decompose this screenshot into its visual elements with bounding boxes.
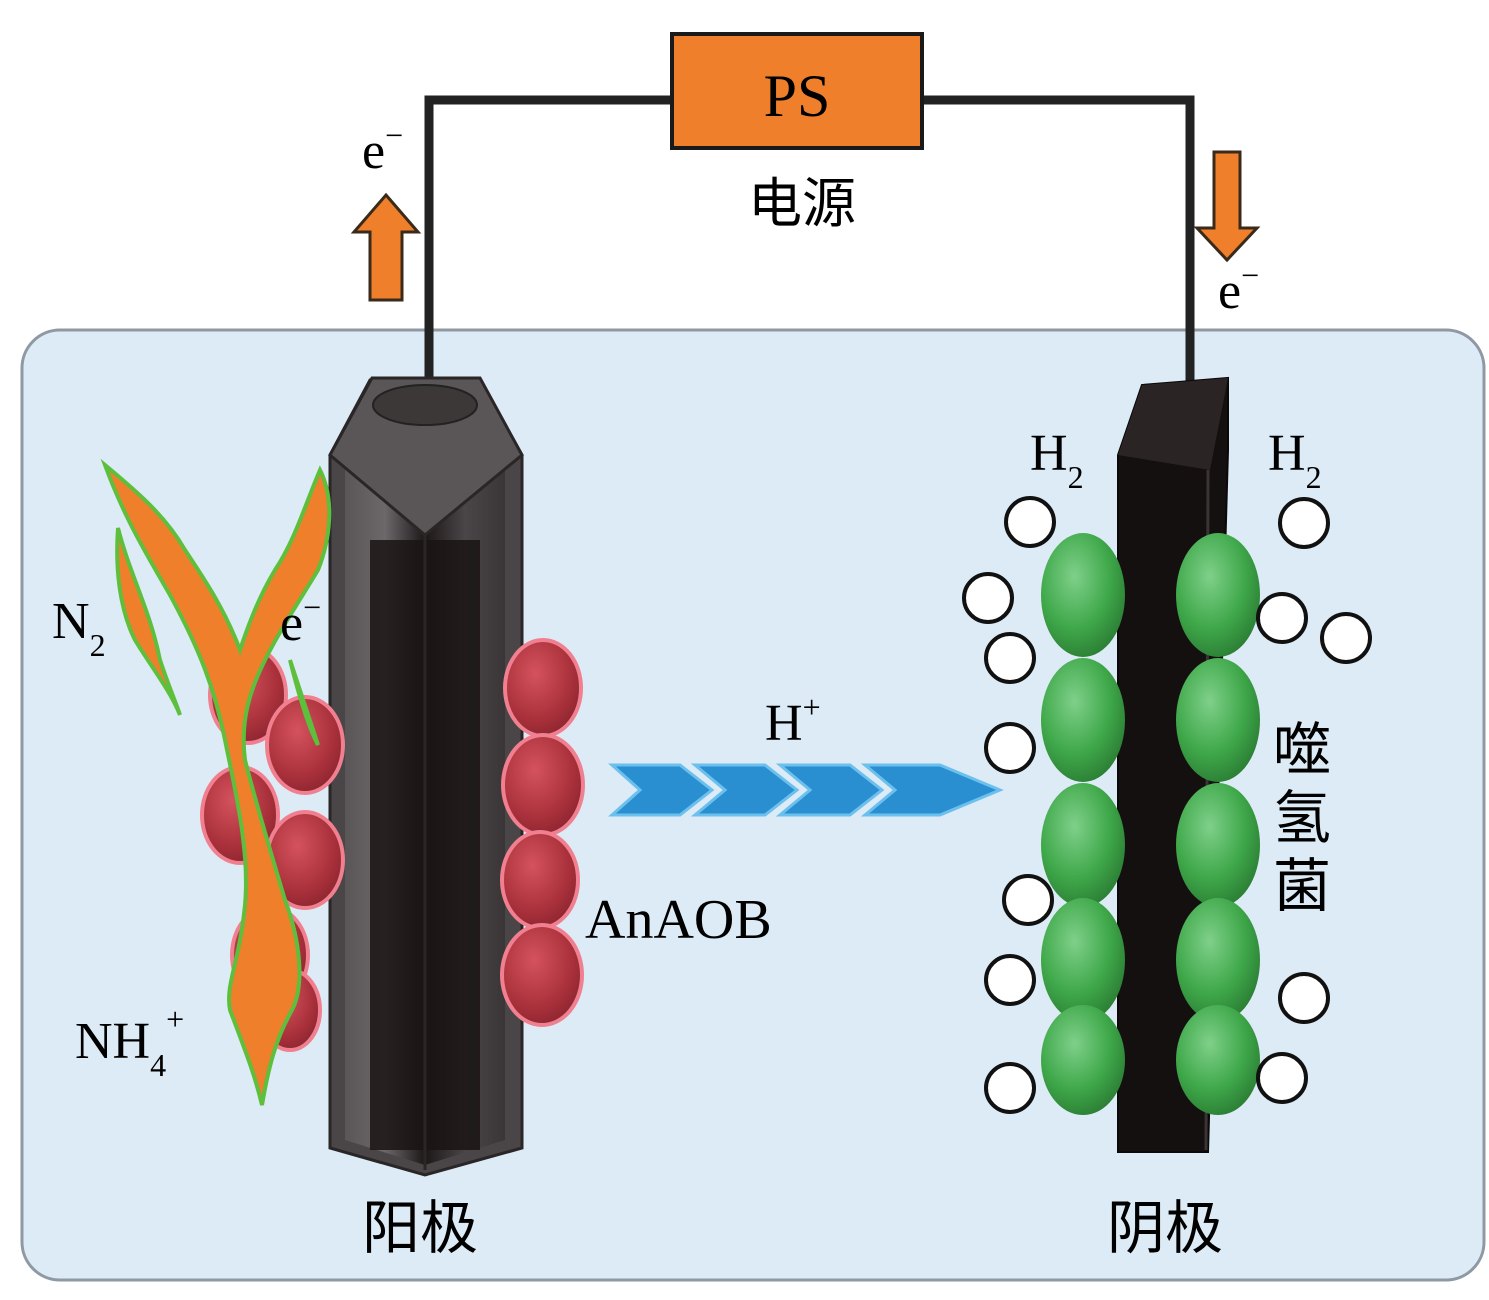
nitrogen-label: N2 <box>52 593 106 663</box>
electron-right-label: e− <box>1218 257 1259 320</box>
substrate-flow-shape <box>100 458 332 1106</box>
hydrogenotroph-label-char: 菌 <box>1273 852 1331 920</box>
anaob-label: AnAOB <box>585 889 772 951</box>
anode-electron-label: e− <box>280 589 321 652</box>
hydrogenotroph-label: 噬氢菌 <box>1273 716 1331 920</box>
proton-label: H+ <box>765 689 821 752</box>
electron-down-arrow-icon <box>1193 150 1261 263</box>
hydrogenotroph-label-char: 氢 <box>1273 784 1331 852</box>
hydrogen-bubbles <box>962 496 1372 1114</box>
anode-label: 阳极 <box>362 1194 478 1262</box>
hydrogenotroph-label-char: 噬 <box>1273 716 1331 784</box>
power-source-label: PS <box>764 63 831 129</box>
anaob-cluster-right <box>500 638 585 1027</box>
cathode-label: 阴极 <box>1107 1194 1223 1262</box>
anode-electrode <box>328 376 524 1177</box>
external-circuit <box>424 95 1195 390</box>
hydrogen-left-label: H2 <box>1030 425 1084 495</box>
proton-flow-arrow-icon <box>608 763 1004 817</box>
power-source-caption: 电源 <box>748 172 856 235</box>
power-source-box <box>670 32 924 150</box>
electron-left-label: e− <box>362 117 403 180</box>
ammonium-label: NH4+ <box>75 1001 184 1083</box>
electron-up-arrow-icon <box>350 192 422 302</box>
hydrogen-right-label: H2 <box>1268 425 1322 495</box>
hydrogenotroph-cells <box>1041 533 1260 1115</box>
